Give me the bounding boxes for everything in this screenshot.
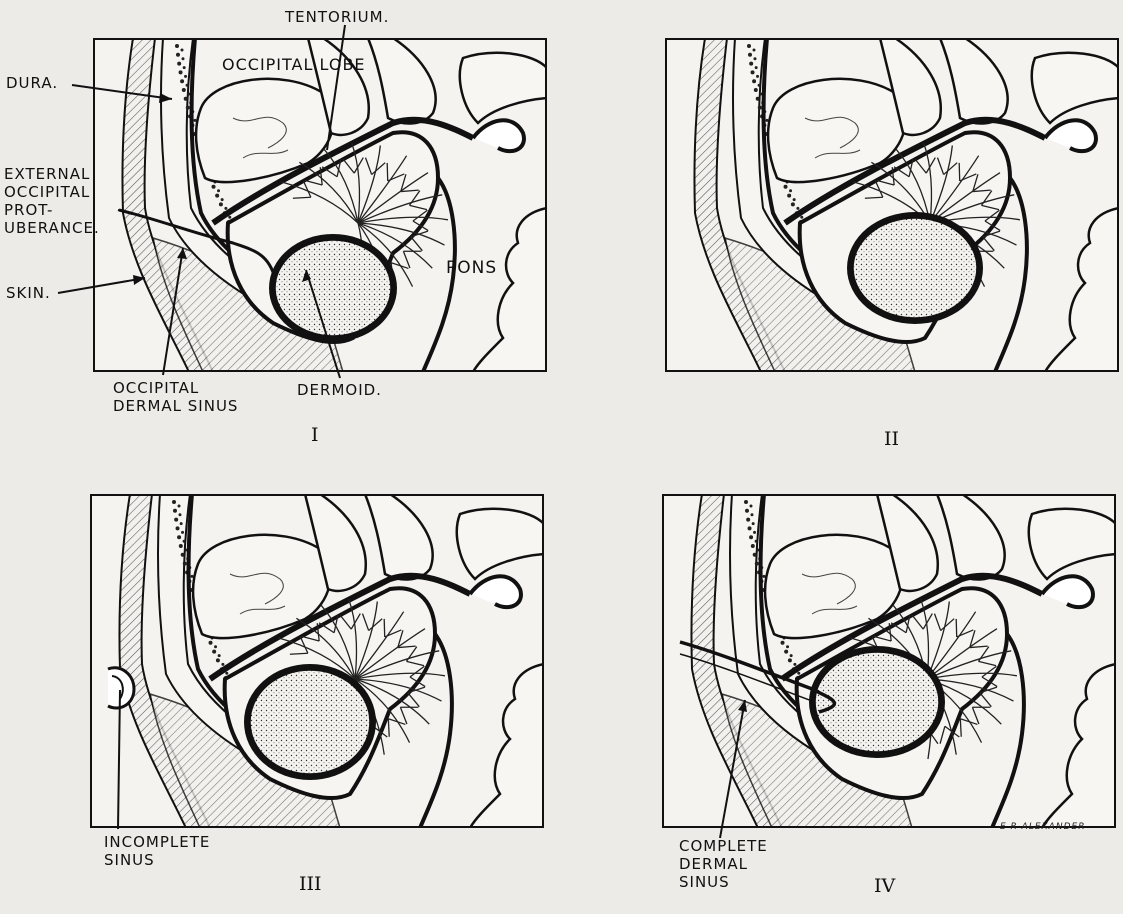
label-skin: SKIN.: [6, 284, 51, 302]
label-complete-line1: COMPLETE: [679, 837, 768, 855]
dermoid-cyst: [853, 218, 977, 318]
dermoid-cyst: [250, 670, 370, 774]
numeral-iii: III: [299, 873, 322, 895]
artist-signature: E R ALEXANDER: [1000, 822, 1085, 832]
dermoid-cyst: [275, 240, 391, 336]
label-eop-line2: OCCIPITAL: [4, 183, 90, 201]
label-dermoid: DERMOID.: [297, 381, 382, 399]
panel-iii-drawing: [90, 494, 544, 828]
label-tentorium: TENTORIUM.: [285, 8, 389, 26]
label-incomplete-line2: SINUS: [104, 851, 155, 869]
panel-ii-drawing: [665, 38, 1119, 372]
incomplete-sinus-pocket: [108, 668, 134, 708]
label-complete-line3: SINUS: [679, 873, 730, 891]
label-pons: PONS: [446, 259, 497, 277]
label-complete-line2: DERMAL: [679, 855, 748, 873]
label-ods-line1: OCCIPITAL: [113, 379, 199, 397]
label-eop-line4: UBERANCE.: [4, 219, 100, 237]
panel-i-drawing: [93, 38, 547, 372]
label-ods-line2: DERMAL SINUS: [113, 397, 238, 415]
numeral-ii: II: [884, 428, 899, 450]
label-eop-line3: PROT-: [4, 201, 53, 219]
numeral-iv: IV: [874, 875, 895, 897]
numeral-i: I: [311, 424, 319, 446]
label-eop-line1: EXTERNAL: [4, 165, 90, 183]
label-occipital-lobe: OCCIPITAL LOBE: [222, 56, 366, 74]
panel-iv-drawing: [662, 494, 1116, 828]
label-dura: DURA.: [6, 74, 58, 92]
label-incomplete-line1: INCOMPLETE: [104, 833, 210, 851]
